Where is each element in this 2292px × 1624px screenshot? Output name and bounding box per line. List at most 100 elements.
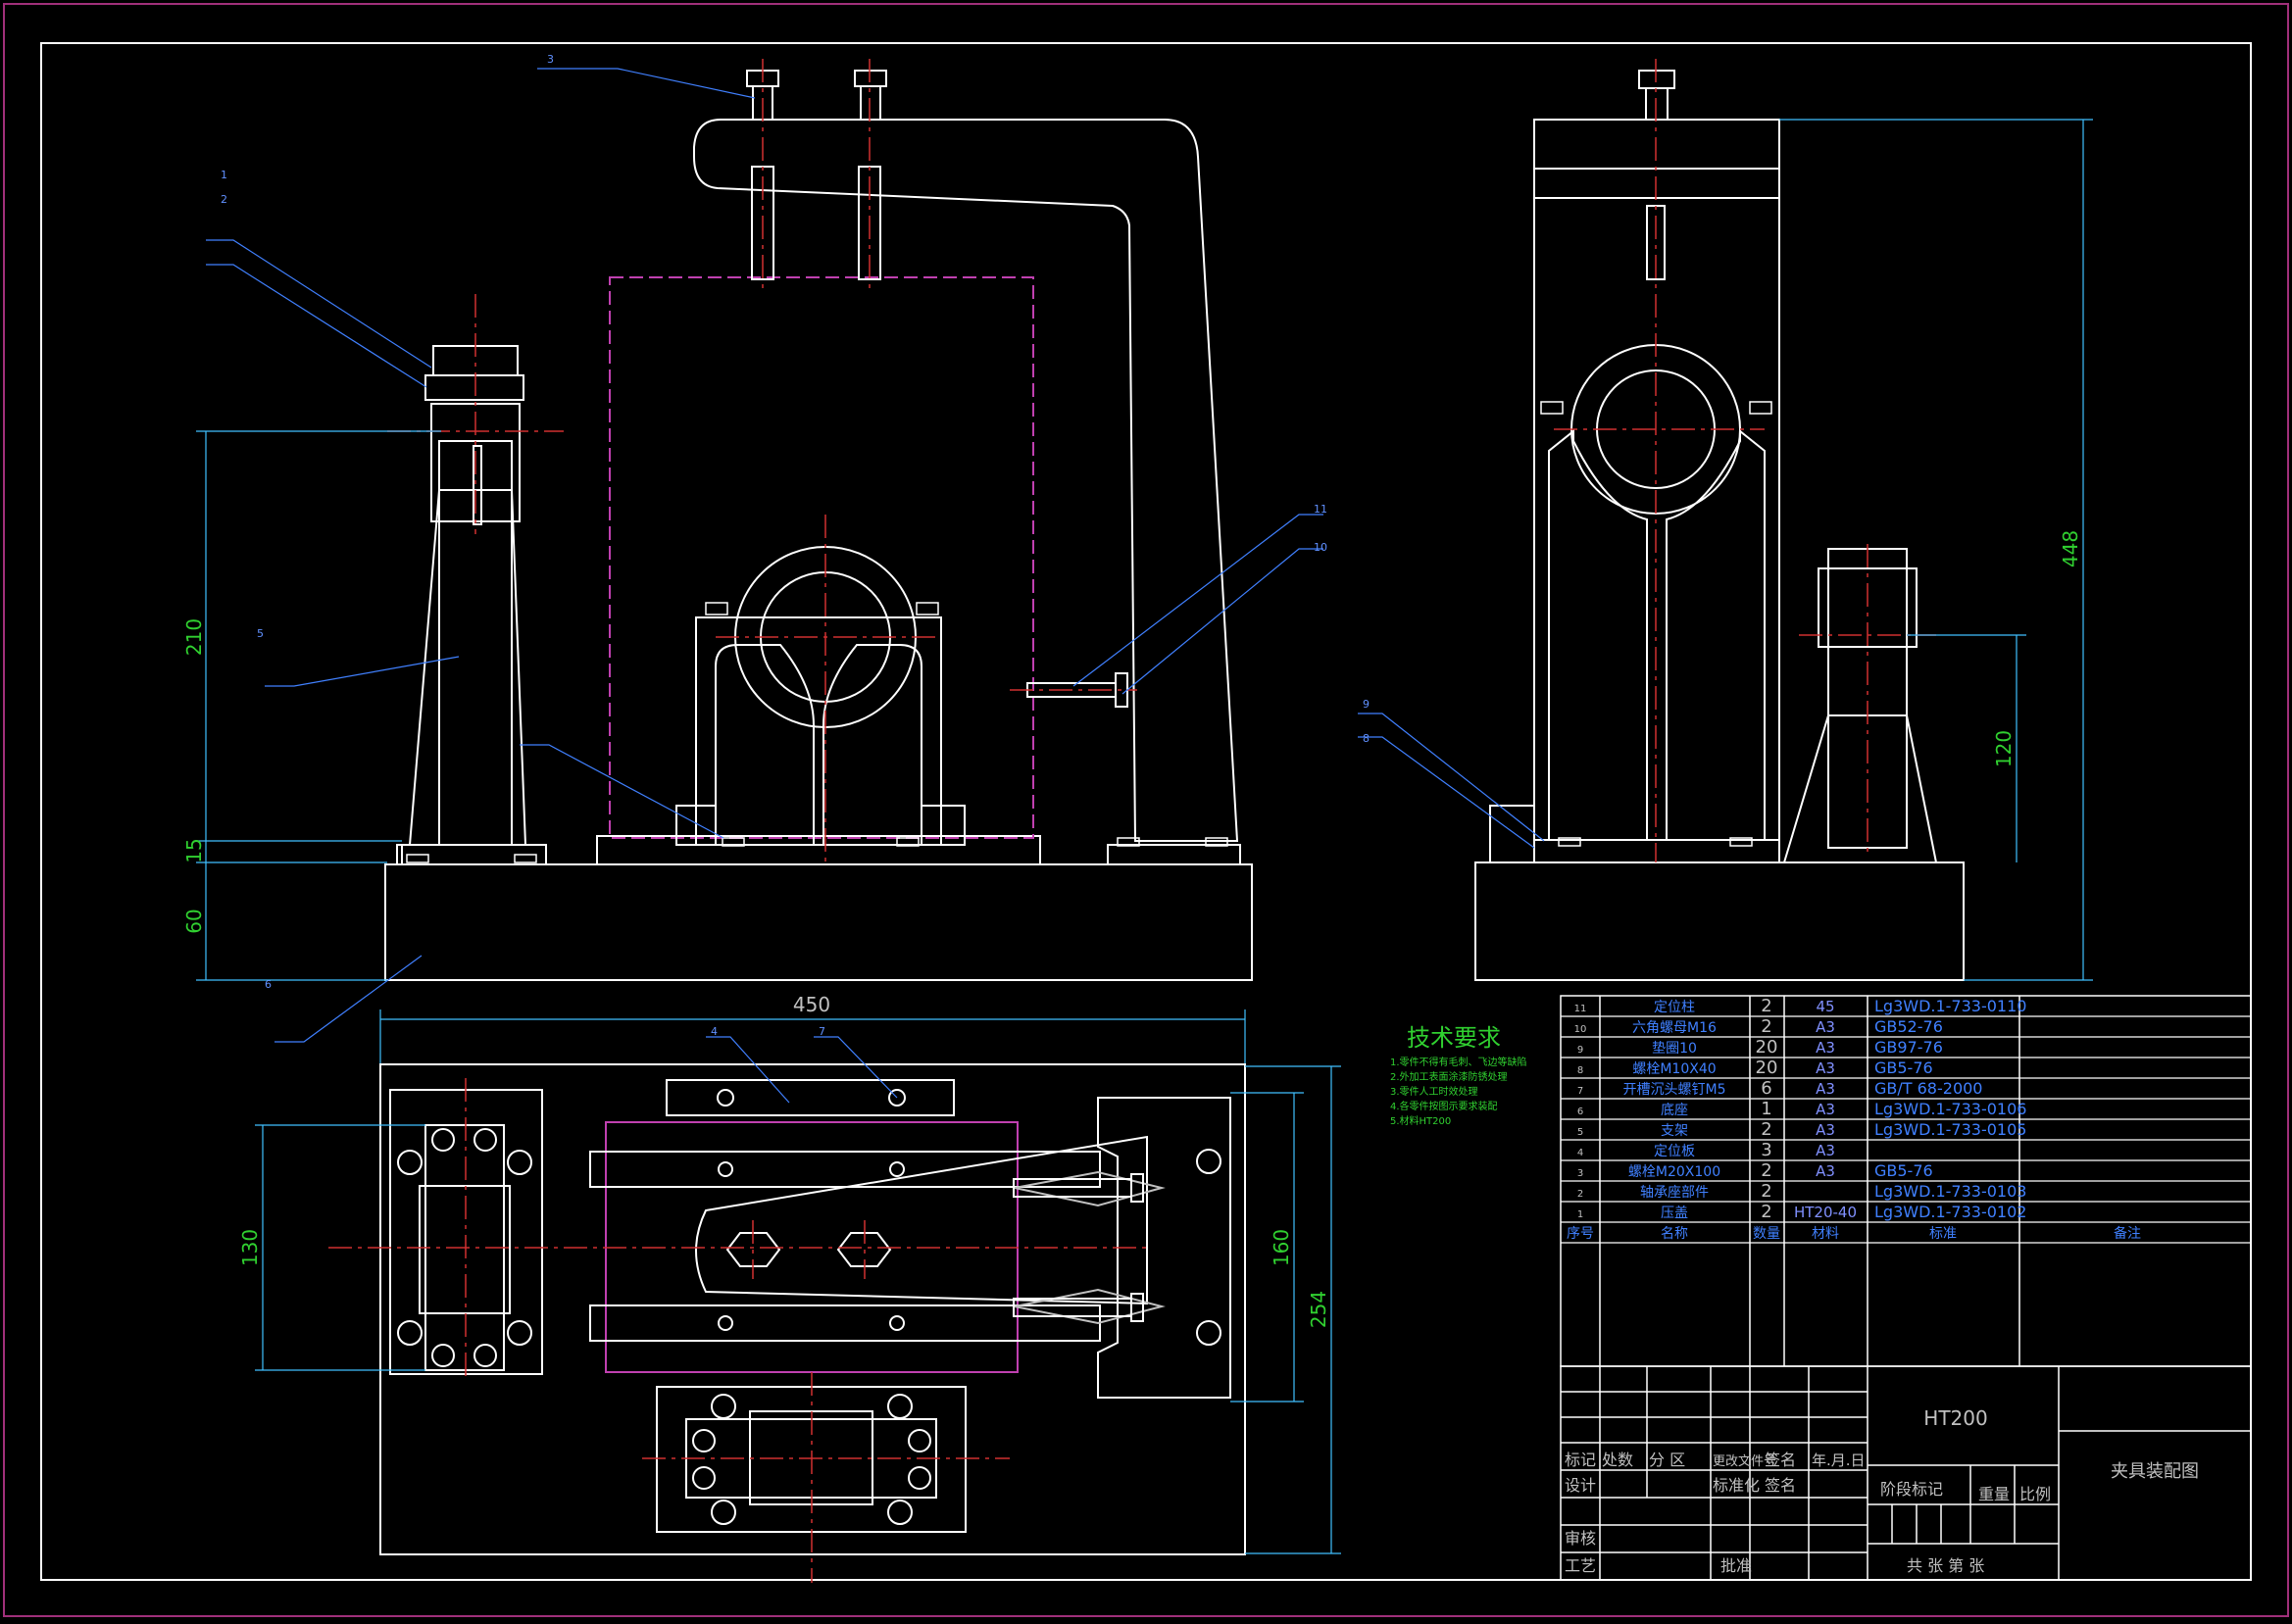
- bom-cell-mat: A3: [1816, 1121, 1835, 1139]
- bom-cell-mat: A3: [1816, 1018, 1835, 1036]
- tb-stage-mark: 阶段标记: [1880, 1480, 1943, 1499]
- bom-header-no: 序号: [1567, 1226, 1594, 1242]
- tb-doc: 更改文件号: [1713, 1454, 1776, 1469]
- bom-cell-qty: 2: [1761, 1181, 1771, 1202]
- bom-cell-no: 10: [1574, 1024, 1587, 1035]
- bom-cell-mat: A3: [1816, 1162, 1835, 1180]
- bom-cell-qty: 2: [1761, 996, 1771, 1016]
- tb-weight: 重量: [1978, 1485, 2010, 1503]
- tech-title: 技术要求: [1407, 1024, 1501, 1052]
- bom-header-name: 名称: [1661, 1226, 1688, 1242]
- bom-cell-no: 2: [1577, 1189, 1583, 1200]
- bom-cell-std: GB52-76: [1874, 1017, 1943, 1036]
- bom-header-std: 标准: [1929, 1226, 1957, 1242]
- side-arm-top: [1533, 119, 1780, 170]
- dim-254: 254: [1307, 1291, 1330, 1328]
- top-base-outline: [379, 1063, 1246, 1555]
- bom-cell-std: Lg3WD.1-733-0105: [1874, 1120, 2026, 1139]
- balloon-2: 2: [221, 193, 227, 206]
- leader-lines: [206, 68, 1545, 1104]
- bom-cell-mat: A3: [1816, 1101, 1835, 1118]
- bom-cell-no: 1: [1577, 1209, 1583, 1220]
- bom-cell-mat: A3: [1816, 1059, 1835, 1077]
- front-centerlines: [387, 59, 1137, 862]
- bom-cell-std: Lg3WD.1-733-0102: [1874, 1203, 2026, 1221]
- outer-border: [3, 3, 2289, 1617]
- material-label: HT200: [1923, 1406, 1987, 1430]
- bom-cell-std: GB/T 68-2000: [1874, 1079, 1982, 1098]
- tb-zone: 分 区: [1649, 1451, 1685, 1469]
- inner-border: [40, 42, 2252, 1581]
- dim-210: 210: [182, 618, 206, 656]
- bom-cell-qty: 3: [1761, 1140, 1771, 1160]
- bom-cell-std: GB97-76: [1874, 1038, 1943, 1057]
- bom-cell-no: 4: [1577, 1148, 1583, 1158]
- tech-line-1: 1.零件不得有毛刺、飞边等缺陷: [1390, 1056, 1527, 1068]
- bom-cell-std: GB5-76: [1874, 1161, 1933, 1180]
- balloon-7: 7: [819, 1025, 825, 1038]
- tb-standardize: 标准化: [1713, 1476, 1760, 1495]
- bom-cell-name: 底座: [1661, 1103, 1688, 1118]
- balloon-5: 5: [257, 627, 264, 640]
- tb-review: 审核: [1565, 1529, 1596, 1548]
- balloon-9: 9: [1363, 698, 1370, 711]
- bom-cell-name: 定位柱: [1654, 1000, 1695, 1015]
- clamp-arm: [693, 119, 1239, 842]
- bom-cell-no: 7: [1577, 1086, 1583, 1097]
- dim-450: 450: [793, 993, 830, 1016]
- balloon-10: 10: [1314, 541, 1327, 554]
- bom-cell-name: 开槽沉头螺钉M5: [1623, 1082, 1726, 1098]
- title-block: HT200 夹具装配图 标记 处数 分 区 更改文件号 签名 年.月.日 设计 …: [1560, 1365, 2252, 1581]
- side-base: [1474, 861, 1965, 981]
- top-left-holes: [397, 1128, 532, 1367]
- bom-cell-no: 11: [1574, 1004, 1587, 1014]
- bom-cell-mat: 45: [1816, 998, 1834, 1015]
- bom-cell-qty: 2: [1761, 1119, 1771, 1140]
- tech-line-3: 3.零件人工时效处理: [1390, 1085, 1478, 1098]
- dim-160: 160: [1270, 1229, 1293, 1266]
- bom-header-qty: 数量: [1753, 1226, 1780, 1242]
- front-view: [384, 70, 1253, 981]
- tech-line-5: 5.材料HT200: [1390, 1114, 1451, 1127]
- bom-cell-mat: A3: [1816, 1080, 1835, 1098]
- tb-sign2: 签名: [1765, 1476, 1796, 1495]
- bom-cell-std: GB5-76: [1874, 1058, 1933, 1077]
- bom-header-note: 备注: [2114, 1225, 2141, 1242]
- bom-cell-qty: 20: [1756, 1058, 1778, 1078]
- bom-cell-mat: A3: [1816, 1142, 1835, 1159]
- balloon-numbers: 3 1 2 5 6 11 10 9 8 4 7: [221, 53, 1370, 1038]
- dim-60: 60: [182, 909, 206, 933]
- balloon-4: 4: [711, 1025, 718, 1038]
- bom-header-mat: 材料: [1812, 1226, 1839, 1242]
- dim-15: 15: [182, 838, 206, 862]
- bom-cell-mat: HT20-40: [1794, 1204, 1857, 1221]
- bom-cell-name: 螺栓M10X40: [1632, 1061, 1716, 1077]
- bom-cell-no: 5: [1577, 1127, 1583, 1138]
- bom-cell-std: Lg3WD.1-733-0110: [1874, 997, 2026, 1015]
- bom-cell-name: 压盖: [1661, 1206, 1688, 1221]
- dim-120: 120: [1992, 730, 2016, 767]
- side-centerlines: [1554, 59, 1936, 862]
- balloon-6: 6: [265, 978, 272, 991]
- tb-sheets: 共 张 第 张: [1907, 1556, 1984, 1575]
- balloon-1: 1: [221, 169, 227, 181]
- tb-date: 年.月.日: [1812, 1452, 1866, 1469]
- balloon-8: 8: [1363, 732, 1370, 745]
- bom-cell-std: Lg3WD.1-733-0103: [1874, 1182, 2026, 1201]
- base-plate: [384, 863, 1253, 981]
- tb-scale: 比例: [2019, 1485, 2051, 1503]
- tb-count: 处数: [1602, 1451, 1633, 1469]
- technical-requirements: 技术要求 1.零件不得有毛刺、飞边等缺陷 2.外加工表面涂漆防锈处理 3.零件人…: [1390, 1024, 1527, 1127]
- tb-mark: 标记: [1565, 1451, 1596, 1469]
- bom-cell-mat: A3: [1816, 1039, 1835, 1057]
- tb-process: 工艺: [1565, 1556, 1596, 1575]
- bom-cell-no: 6: [1577, 1107, 1583, 1117]
- dimension-lines: [196, 119, 2093, 1554]
- bom-cell-name: 六角螺母M16: [1632, 1020, 1717, 1036]
- drawing-name: 夹具装配图: [2111, 1461, 2199, 1482]
- bom-cell-no: 3: [1577, 1168, 1583, 1179]
- bom-cell-no: 8: [1577, 1065, 1583, 1076]
- bom-cell-qty: 2: [1761, 1016, 1771, 1037]
